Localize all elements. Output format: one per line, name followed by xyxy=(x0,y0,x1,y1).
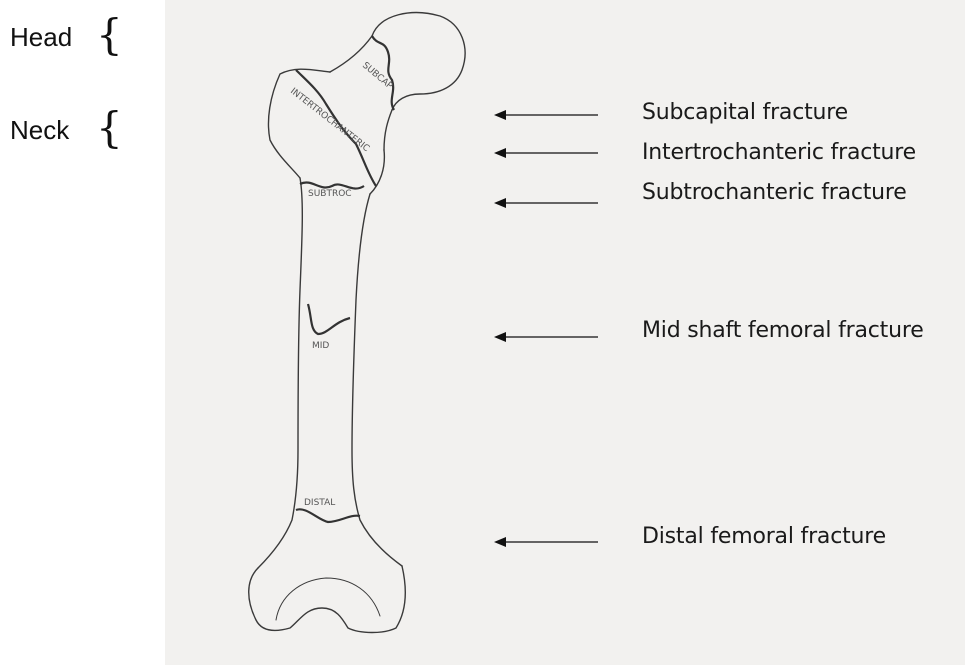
femoral-head-outline xyxy=(372,13,465,110)
distal-condyles-outline xyxy=(249,566,406,633)
subcapital-arrow-icon xyxy=(494,110,598,120)
subtroc-bone-label: SUBTROC xyxy=(308,189,352,199)
intertrochanteric-fracture-label: Intertrochanteric fracture xyxy=(642,140,916,165)
mid-bone-label: MID xyxy=(312,341,329,351)
midshaft-arrow-icon xyxy=(494,332,598,342)
intertrochanteric-bone-label: INTERTROCHANTERIC xyxy=(288,86,371,154)
distal-fracture-line xyxy=(296,509,360,522)
subtrochanteric-arrow-icon xyxy=(494,198,598,208)
greater-trochanter-outline xyxy=(268,69,330,178)
shaft-left-edge xyxy=(258,178,302,568)
midshaft-fracture-label: Mid shaft femoral fracture xyxy=(642,318,924,343)
subtrochanteric-fracture-label: Subtrochanteric fracture xyxy=(642,180,907,205)
distal-bone-label: DISTAL xyxy=(304,498,335,508)
distal-arrow-icon xyxy=(494,537,598,547)
distal-fracture-label: Distal femoral fracture xyxy=(642,524,886,549)
subcapital-fracture-label: Subcapital fracture xyxy=(642,100,848,125)
subtrochanteric-fracture-line xyxy=(300,182,364,188)
midshaft-fracture-line xyxy=(308,304,350,334)
intertrochanteric-arrow-icon xyxy=(494,148,598,158)
shaft-right-edge xyxy=(352,194,402,566)
condyle-inner-line xyxy=(276,578,380,620)
lesser-trochanter-outline xyxy=(370,150,384,194)
